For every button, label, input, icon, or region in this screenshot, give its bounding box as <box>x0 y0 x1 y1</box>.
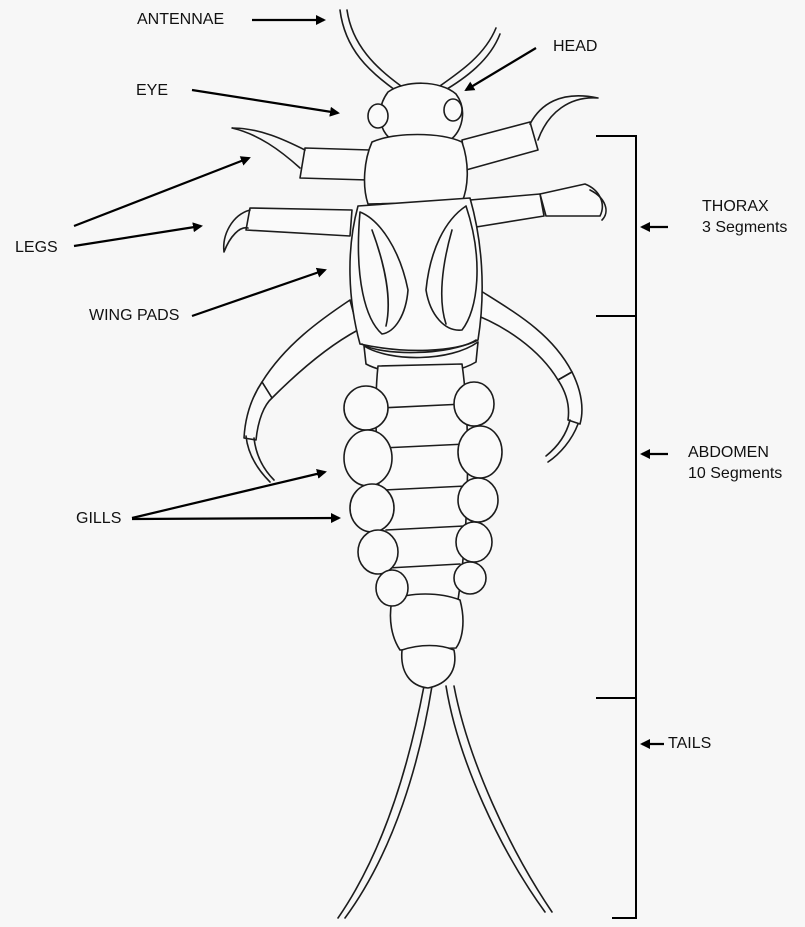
head-arrow <box>466 48 536 90</box>
thorax-title: THORAX <box>702 196 787 217</box>
abdomen-segments: 10 Segments <box>688 463 782 484</box>
antennae-drawing <box>340 10 500 92</box>
thorax-label: THORAX 3 Segments <box>702 196 787 238</box>
antennae-label: ANTENNAE <box>137 10 224 30</box>
thorax-segments: 3 Segments <box>702 217 787 238</box>
head-label: HEAD <box>553 37 597 57</box>
abdomen-title: ABDOMEN <box>688 442 782 463</box>
wing-pads-arrow <box>192 270 325 316</box>
legs-arrow-lower <box>74 226 201 246</box>
head-drawing <box>368 83 463 140</box>
thorax-drawing <box>350 135 482 375</box>
tails-drawing <box>338 686 552 918</box>
gills-arrow-upper <box>132 472 325 518</box>
gills-arrow-lower <box>132 518 339 519</box>
gills-label: GILLS <box>76 509 121 529</box>
abdomen-drawing <box>344 364 502 688</box>
abdomen-label: ABDOMEN 10 Segments <box>688 442 782 484</box>
wing-pads-label: WING PADS <box>89 306 179 326</box>
legs-label: LEGS <box>15 238 58 258</box>
legs-arrow-upper <box>74 158 249 226</box>
eye-label: EYE <box>136 81 168 101</box>
segment-brackets <box>596 136 636 918</box>
pointer-arrows <box>74 20 668 744</box>
tails-label: TAILS <box>668 734 711 754</box>
eye-arrow <box>192 90 338 113</box>
